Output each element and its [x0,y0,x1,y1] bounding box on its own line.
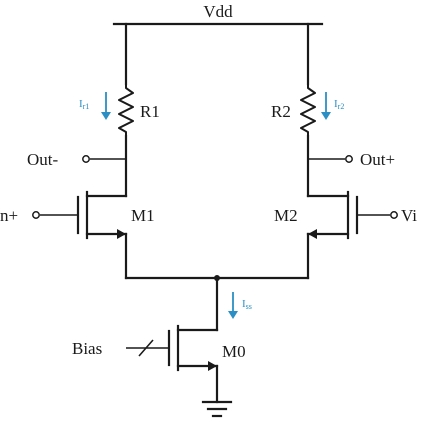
out-minus-node [82,155,90,163]
transistor-m1: n+ M1 [0,190,155,240]
in-plus-node [32,211,40,219]
vin-right-label: Vi [401,206,417,225]
out-minus-label: Out- [27,150,59,169]
transistor-m2: Vi M2 [274,190,417,240]
ir2-label: Ir2 [334,98,344,111]
current-ir1: Ir1 [79,92,111,120]
ir1-label: Ir1 [79,98,89,111]
resistor-r1: R1 [118,84,160,136]
iss-arrowhead [228,311,238,319]
out-plus-label: Out+ [360,150,395,169]
m1-source-arrow [117,229,126,239]
current-ir2: Ir2 [321,92,344,120]
m0-source-arrow [208,361,217,371]
out-plus-node [345,155,353,163]
out-minus-terminal: Out- [27,150,126,169]
bias-label: Bias [72,339,102,358]
r2-label: R2 [271,102,291,121]
bias-slash [138,339,154,357]
out-plus-terminal: Out+ [308,150,395,169]
iss-label: Iss [242,298,252,311]
vdd-rail: Vdd [112,2,324,26]
ir1-arrowhead [101,112,111,120]
vdd-label: Vdd [203,2,233,21]
tail-current-source: Iss [214,275,252,332]
m2-label: M2 [274,206,298,225]
ir2-arrowhead [321,112,331,120]
transistor-m0: Bias M0 [72,324,246,404]
resistor-r2: R2 [271,84,316,136]
in-plus-label: n+ [0,206,18,225]
m1-label: M1 [131,206,155,225]
left-branch-wires [124,22,310,280]
r1-label: R1 [140,102,160,121]
ground-icon [201,400,233,418]
vin-right-node [390,211,398,219]
m0-label: M0 [222,342,246,361]
m2-source-arrow [308,229,317,239]
